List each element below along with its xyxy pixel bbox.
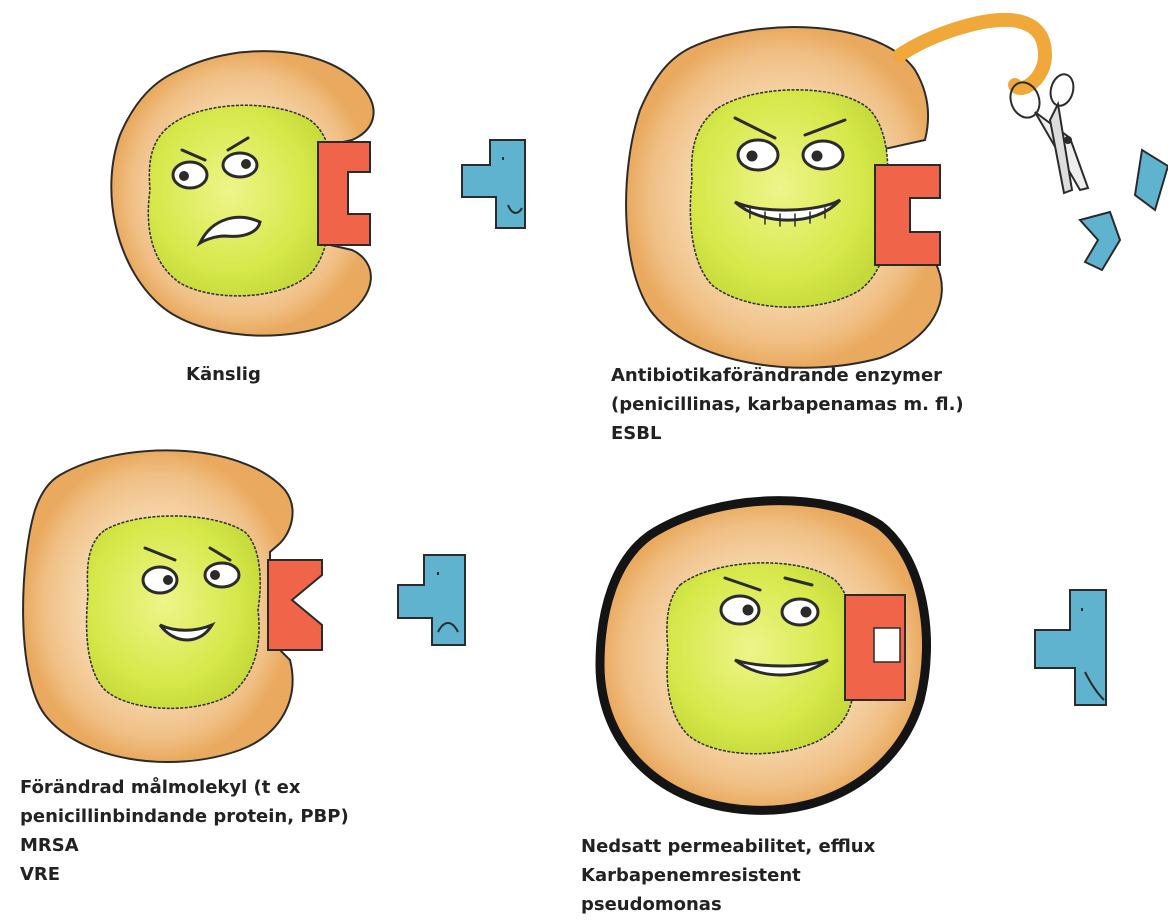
antibiotic-fragment	[1080, 212, 1120, 270]
caption-line: Antibiotikaförändrande enzymer	[611, 361, 964, 390]
panel-permeability	[600, 501, 1106, 811]
antibiotic-molecule	[462, 140, 525, 228]
caption-line: Förändrad målmolekyl (t ex	[20, 773, 349, 802]
antibiotic-molecule	[1035, 590, 1106, 705]
caption-line: MRSA	[20, 831, 349, 860]
cytoplasm	[667, 563, 855, 754]
receptor-block	[875, 165, 940, 265]
caption-sensitive: Känslig	[186, 360, 261, 389]
caption-permeability: Nedsatt permeabilitet, efflux Karbapenem…	[581, 832, 875, 919]
caption-line: Känslig	[186, 360, 261, 389]
caption-line: (penicillinas, karbapenamas m. fl.)	[611, 390, 964, 419]
panel-sensitive	[111, 51, 525, 336]
panel-enzymes	[626, 20, 1168, 368]
antibiotic-molecule	[398, 555, 465, 645]
caption-line: Nedsatt permeabilitet, efflux	[581, 832, 875, 861]
cytoplasm	[87, 516, 261, 708]
altered-receptor	[268, 560, 322, 650]
antibiotic-fragment	[1135, 150, 1168, 210]
receptor-slot	[874, 628, 900, 662]
caption-target-change: Förändrad målmolekyl (t ex penicillinbin…	[20, 773, 349, 889]
caption-line: ESBL	[611, 419, 964, 448]
caption-line: pseudomonas	[581, 890, 875, 919]
cytoplasm	[148, 105, 330, 296]
receptor-block	[318, 142, 370, 245]
caption-line: VRE	[20, 860, 349, 889]
caption-line: Karbapenemresistent	[581, 861, 875, 890]
caption-enzymes: Antibiotikaförändrande enzymer (penicill…	[611, 361, 964, 448]
caption-line: penicillinbindande protein, PBP)	[20, 802, 349, 831]
panel-target-change	[23, 450, 465, 762]
enzyme-tether	[900, 20, 1045, 88]
cytoplasm	[690, 90, 887, 307]
